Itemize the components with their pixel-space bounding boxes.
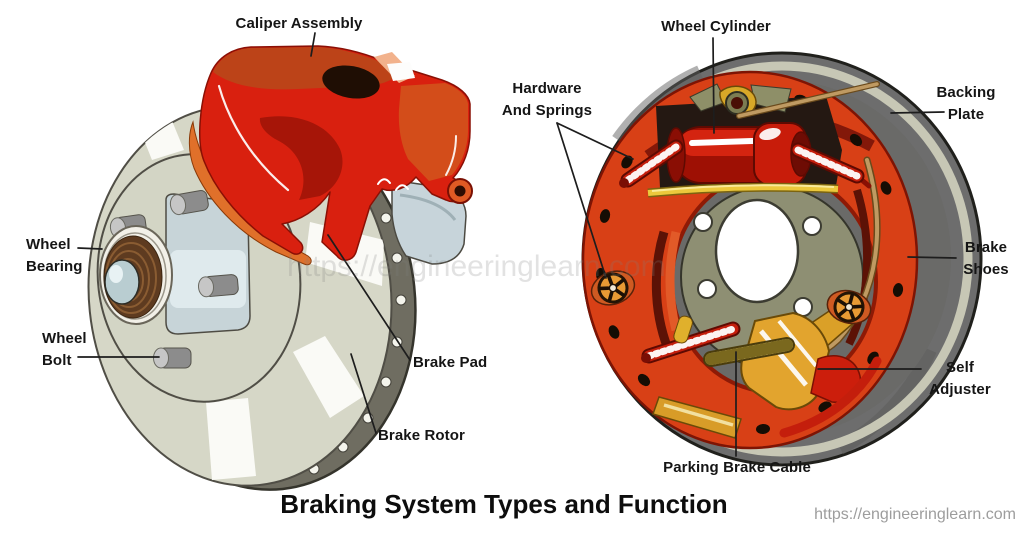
adjuster-spring — [703, 337, 795, 367]
hub-holes — [693, 212, 822, 317]
wheel-cylinder-part — [666, 122, 812, 186]
label-parking-brake-cable: Parking Brake Cable — [663, 459, 811, 476]
label-caliper-assembly: Caliper Assembly — [235, 15, 363, 32]
watermark-center: https://engineeringlearn.com — [287, 250, 666, 283]
strut-rod — [736, 81, 880, 119]
label-brake-rotor: Brake Rotor — [378, 427, 465, 444]
label-wheel-bearing: Wheel Bearing — [26, 236, 83, 275]
caliper-white-notch — [387, 62, 415, 81]
shoe-end-red — [810, 355, 862, 403]
spring-pin — [673, 315, 693, 344]
label-backing-plate: Backing Plate — [936, 84, 996, 123]
shoe-bottom-crescent — [779, 356, 882, 438]
caliper-arch-shadow — [259, 116, 343, 200]
hold-down-spring — [641, 321, 741, 364]
drum-brake-illustration — [581, 51, 983, 467]
label-self-adjuster: Self Adjuster — [929, 359, 991, 398]
watermark-bottom-right: https://engineeringlearn.com — [814, 506, 1016, 523]
label-wheel-bolt: Wheel Bolt — [42, 330, 87, 369]
return-spring-left — [619, 139, 684, 188]
caliper-right-face — [398, 83, 468, 181]
axle-hole — [714, 198, 800, 304]
label-brake-shoes: Brake Shoes — [963, 239, 1009, 278]
disc-brake-illustration — [87, 45, 473, 491]
label-hardware-and-springs: Hardware And Springs — [501, 80, 593, 119]
label-brake-pad: Brake Pad — [413, 354, 488, 371]
label-wheel-cylinder: Wheel Cylinder — [661, 18, 771, 35]
leader-lines — [77, 32, 957, 457]
banjo-fitting — [447, 178, 473, 204]
return-spring-right — [790, 142, 872, 189]
wheel-bearing-part — [99, 225, 173, 325]
caliper-bolt-hole — [322, 65, 380, 99]
diagram-title: Braking System Types and Function — [280, 489, 728, 519]
